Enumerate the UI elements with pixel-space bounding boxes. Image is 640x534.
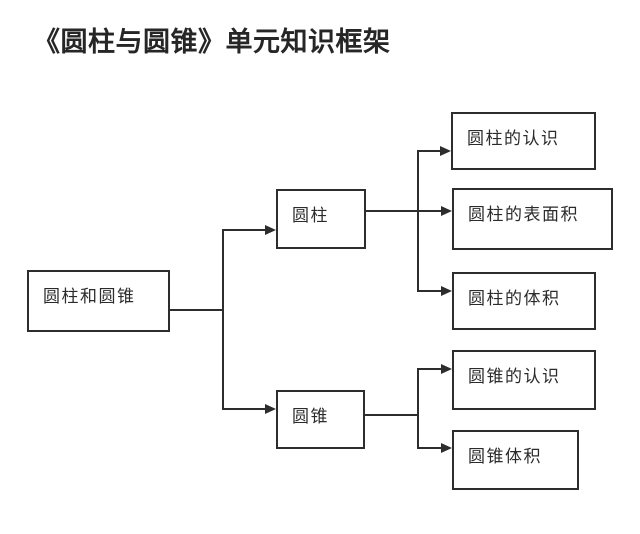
connector-to-cylinder-concept: [417, 150, 441, 152]
node-label: 圆锥体积: [468, 447, 542, 467]
connector-cylinder-out: [365, 210, 442, 212]
connector-cone-vertical: [417, 368, 419, 449]
node-cylinder-volume: 圆柱的体积: [452, 272, 596, 330]
connector-root-horizontal: [169, 309, 224, 311]
arrowhead-icon: [265, 225, 276, 235]
node-cylinder: 圆柱: [276, 189, 366, 249]
node-cone-concept: 圆锥的认识: [452, 350, 596, 410]
node-label: 圆柱和圆锥: [43, 287, 136, 307]
node-cone-volume: 圆锥体积: [452, 430, 579, 490]
arrowhead-icon: [441, 443, 452, 453]
connector-to-cylinder-volume: [417, 290, 441, 292]
arrowhead-icon: [440, 146, 451, 156]
connector-cylinder-vertical: [417, 150, 419, 292]
connector-to-cone-concept: [417, 368, 441, 370]
node-label: 圆柱的体积: [468, 289, 561, 309]
connector-main-vertical: [222, 229, 224, 410]
connector-to-cone: [222, 408, 266, 410]
connector-to-cylinder: [222, 229, 266, 231]
node-label: 圆柱: [292, 206, 329, 226]
node-root: 圆柱和圆锥: [27, 270, 170, 332]
arrowhead-icon: [441, 364, 452, 374]
node-label: 圆锥: [292, 407, 329, 427]
page-title: 《圆柱与圆锥》单元知识框架: [33, 27, 391, 57]
node-label: 圆柱的表面积: [468, 205, 579, 225]
arrowhead-icon: [265, 404, 276, 414]
connector-to-cone-volume: [417, 447, 441, 449]
arrowhead-icon: [441, 286, 452, 296]
node-cylinder-surface-area: 圆柱的表面积: [452, 188, 613, 250]
node-label: 圆锥的认识: [468, 367, 561, 387]
node-label: 圆柱的认识: [467, 129, 560, 149]
node-cylinder-concept: 圆柱的认识: [451, 112, 596, 170]
node-cone: 圆锥: [276, 390, 365, 449]
arrowhead-icon: [441, 206, 452, 216]
connector-cone-out: [364, 414, 419, 416]
